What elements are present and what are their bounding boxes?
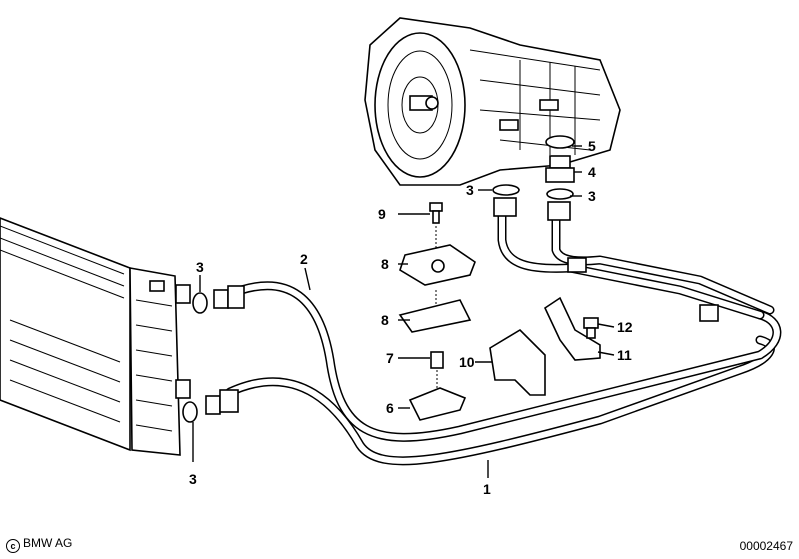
bracket-6	[408, 387, 467, 421]
radiator	[0, 217, 191, 456]
bolt-12	[583, 317, 599, 339]
callout-1: 1	[483, 481, 491, 497]
transmission-pipes	[497, 210, 775, 322]
automatic-transmission	[364, 17, 621, 186]
callout-3-radiator-upper: 3	[196, 259, 204, 275]
callout-12: 12	[617, 319, 633, 335]
transmission-fittings	[492, 135, 575, 221]
callout-2: 2	[300, 251, 308, 267]
callout-3-transmission-left: 3	[466, 182, 474, 198]
copyright-text: BMW AG	[23, 536, 73, 550]
callout-8-upper: 8	[381, 256, 389, 272]
bracket-11	[543, 296, 601, 361]
callout-8-lower: 8	[381, 312, 389, 328]
clip-10	[489, 328, 546, 396]
callout-7: 7	[386, 350, 394, 366]
cooler-pipe-2	[225, 281, 782, 442]
copyright-icon: c	[6, 539, 20, 553]
callout-4: 4	[588, 164, 596, 180]
clamp-upper-8	[399, 244, 476, 286]
callout-9: 9	[378, 206, 386, 222]
cooler-pipe-1	[225, 335, 775, 466]
drawing-number: 00002467	[739, 539, 793, 553]
clamp-lower-8	[398, 290, 472, 333]
callout-6: 6	[386, 400, 394, 416]
bolt-9	[429, 202, 443, 250]
callout-3-radiator-lower: 3	[189, 471, 197, 487]
callout-10: 10	[459, 354, 475, 370]
nut-7	[430, 351, 444, 388]
leader-lines	[192, 145, 615, 478]
pipe-fitting-lower	[182, 389, 239, 423]
pipe-fitting-upper	[192, 285, 245, 314]
callout-11: 11	[617, 347, 632, 363]
callout-5: 5	[588, 138, 596, 154]
callout-3-transmission-right: 3	[588, 188, 596, 204]
